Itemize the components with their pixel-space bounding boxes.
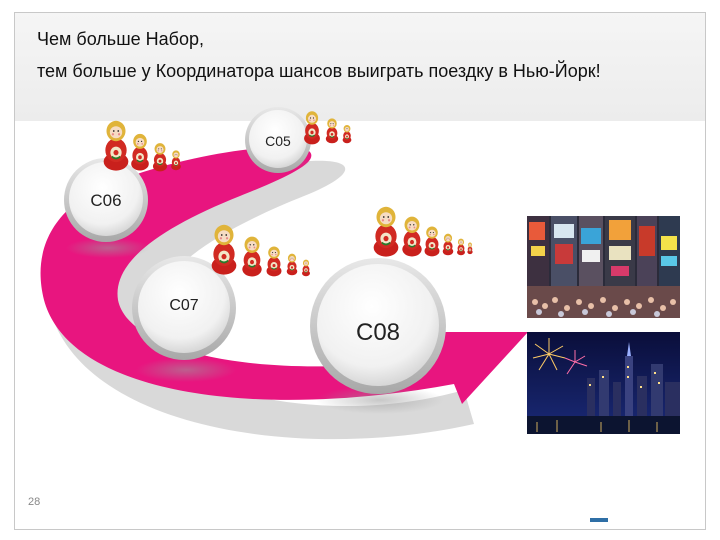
matryoshka-icon — [401, 215, 423, 258]
matryoshka-group-c06 — [102, 119, 182, 172]
matryoshka-group-c08 — [372, 205, 473, 258]
page-number: 28 — [28, 496, 41, 508]
matryoshka-group-c05 — [303, 110, 352, 145]
new-york-fireworks-photo — [527, 332, 680, 434]
footer-accent-mark — [590, 518, 608, 522]
node-c07 — [132, 256, 236, 360]
node-c05 — [245, 107, 311, 173]
node-label-c07: С07 — [169, 297, 198, 314]
matryoshka-icon — [265, 245, 283, 277]
matryoshka-icon — [342, 124, 352, 144]
matryoshka-icon — [372, 205, 400, 258]
matryoshka-icon — [456, 238, 466, 256]
matryoshka-icon — [286, 253, 298, 276]
matryoshka-icon — [102, 119, 130, 172]
node-c08 — [310, 258, 446, 394]
matryoshka-icon — [241, 235, 263, 278]
slide-header: Чем больше Набор, тем больше у Координат… — [15, 13, 705, 121]
matryoshka-icon — [301, 259, 311, 277]
node-label-c06: С06 — [90, 191, 121, 210]
matryoshka-icon — [467, 242, 473, 255]
title-line-2: тем больше у Координатора шансов выиграт… — [37, 61, 601, 81]
matryoshka-icon — [130, 133, 150, 172]
matryoshka-icon — [303, 110, 321, 145]
node-c06 — [64, 158, 148, 242]
node-label-c05: С05 — [265, 133, 291, 149]
matryoshka-icon — [210, 223, 238, 276]
matryoshka-icon — [423, 225, 441, 257]
matryoshka-group-c07 — [210, 223, 311, 278]
title-line-1: Чем больше Набор, — [37, 29, 204, 49]
node-label-c08: С08 — [356, 319, 400, 346]
matryoshka-icon — [442, 233, 454, 256]
matryoshka-icon — [152, 142, 168, 172]
progress-arrow — [40, 147, 528, 404]
times-square-photo — [527, 216, 680, 318]
matryoshka-icon — [170, 149, 182, 171]
matryoshka-icon — [325, 117, 339, 144]
